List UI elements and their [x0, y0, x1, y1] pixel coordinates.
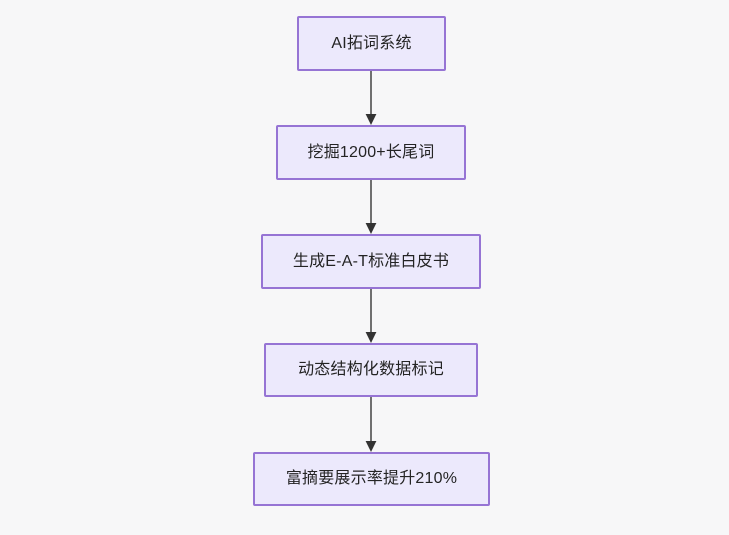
flow-node-label: 生成E-A-T标准白皮书: [292, 252, 450, 270]
flow-node-dynamic-structured-data-markup[interactable]: 动态结构化数据标记: [264, 343, 478, 397]
flow-node-ai-keyword-system[interactable]: AI拓词系统: [297, 16, 446, 71]
flow-node-label: AI拓词系统: [331, 34, 412, 52]
flow-node-generate-eat-whitepaper[interactable]: 生成E-A-T标准白皮书: [261, 234, 481, 289]
edge-n3-n4: [363, 289, 379, 343]
edge-n2-n3: [363, 180, 379, 234]
flow-node-rich-snippet-rate-increase[interactable]: 富摘要展示率提升210%: [253, 452, 490, 506]
flow-node-label: 动态结构化数据标记: [298, 361, 444, 379]
flow-node-mine-longtail-keywords[interactable]: 挖掘1200+长尾词: [276, 125, 466, 180]
flow-node-label: 富摘要展示率提升210%: [285, 470, 458, 488]
edge-n4-n5: [363, 397, 379, 452]
edge-n1-n2: [363, 71, 379, 125]
flow-node-label: 挖掘1200+长尾词: [307, 143, 435, 161]
